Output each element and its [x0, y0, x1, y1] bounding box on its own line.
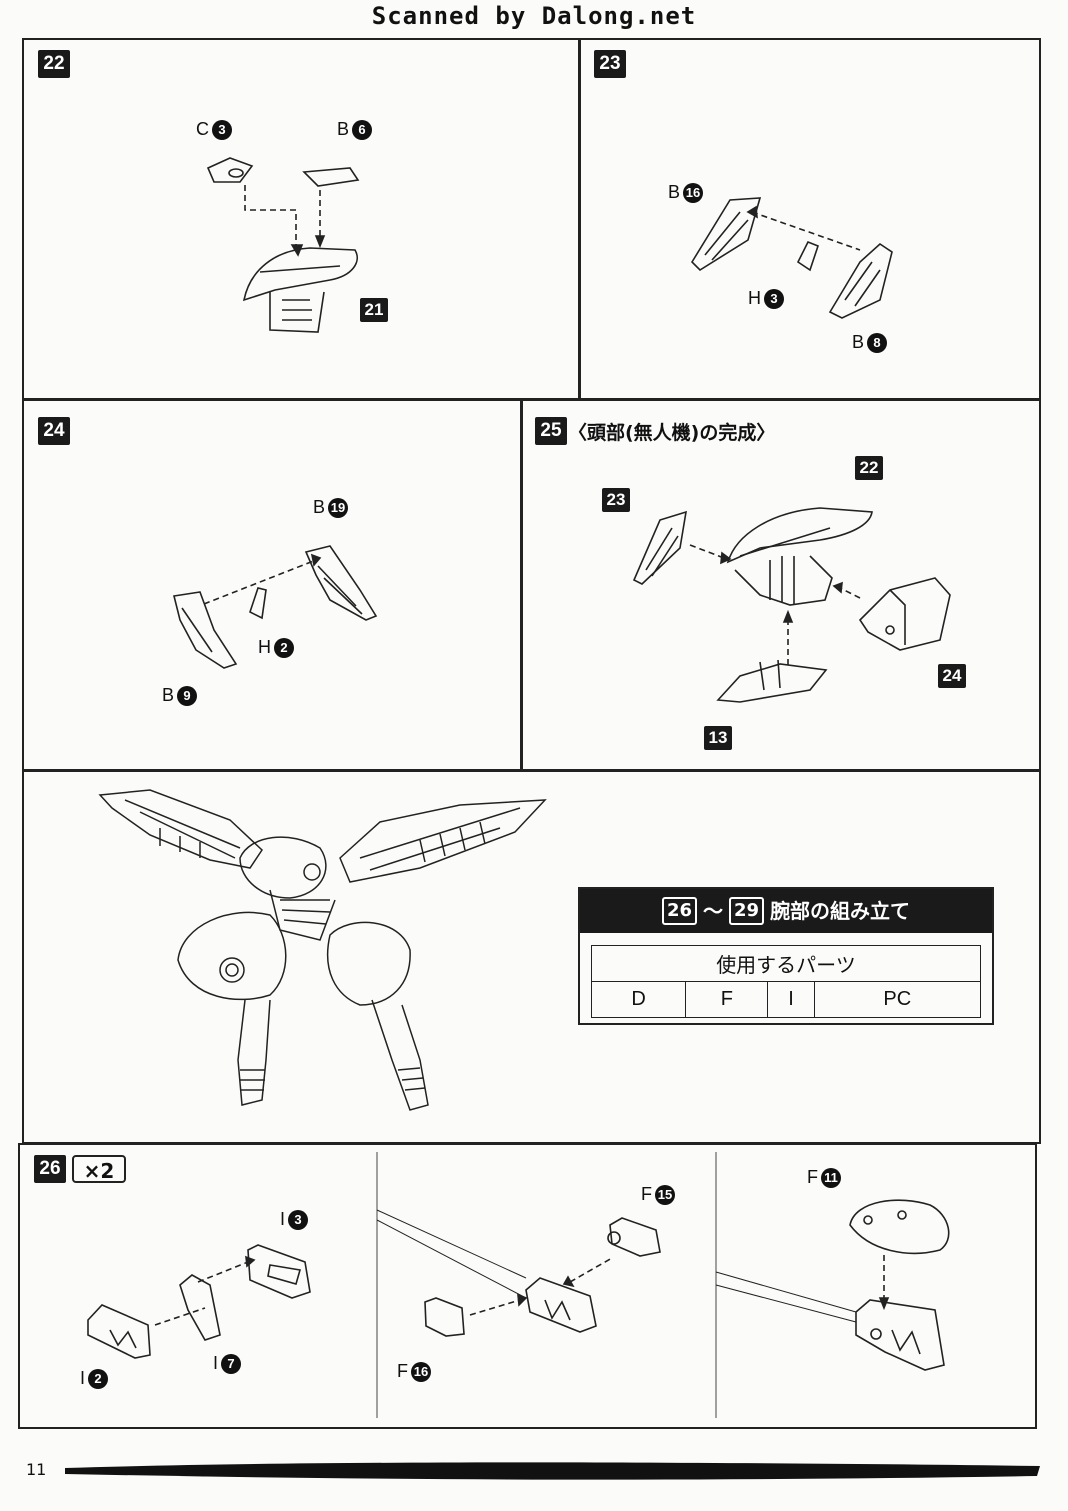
parts-table-cell: F	[685, 981, 769, 1018]
footer-brush-bar	[65, 1462, 1040, 1480]
step-22-number: 22	[38, 50, 70, 78]
ref-badge-22: 22	[855, 456, 883, 480]
legend-header: 26 ～ 29 腕部の組み立て	[580, 889, 992, 933]
step-25-number: 25	[535, 417, 567, 445]
legend-range-end: 29	[729, 897, 765, 925]
legend-range-start: 26	[661, 897, 697, 925]
ref-badge-13: 13	[704, 726, 732, 750]
legend-title: 腕部の組み立て	[770, 899, 911, 923]
parts-table: 使用するパーツ D F I PC	[590, 945, 982, 1018]
step-26-panel	[18, 1143, 1037, 1429]
legend-range-sep: ～	[703, 899, 723, 923]
step-24-number: 24	[38, 417, 70, 445]
parts-table-cell: PC	[813, 981, 982, 1018]
step-26-number: 26	[34, 1155, 66, 1183]
step-25-title: 〈頭部(無人機)の完成〉	[568, 422, 776, 444]
scan-header: Scanned by Dalong.net	[371, 2, 697, 30]
parts-table-cell: I	[767, 981, 815, 1018]
parts-legend-box: 26 ～ 29 腕部の組み立て 使用するパーツ D F I PC	[578, 887, 994, 1025]
page-number: 11	[26, 1460, 47, 1479]
ref-badge-23: 23	[602, 488, 630, 512]
step-23-number: 23	[594, 50, 626, 78]
parts-table-cell: D	[590, 981, 687, 1018]
step-26-multiplier: ×2	[72, 1155, 126, 1183]
ref-badge-21: 21	[360, 298, 388, 322]
ref-badge-24: 24	[938, 664, 966, 688]
